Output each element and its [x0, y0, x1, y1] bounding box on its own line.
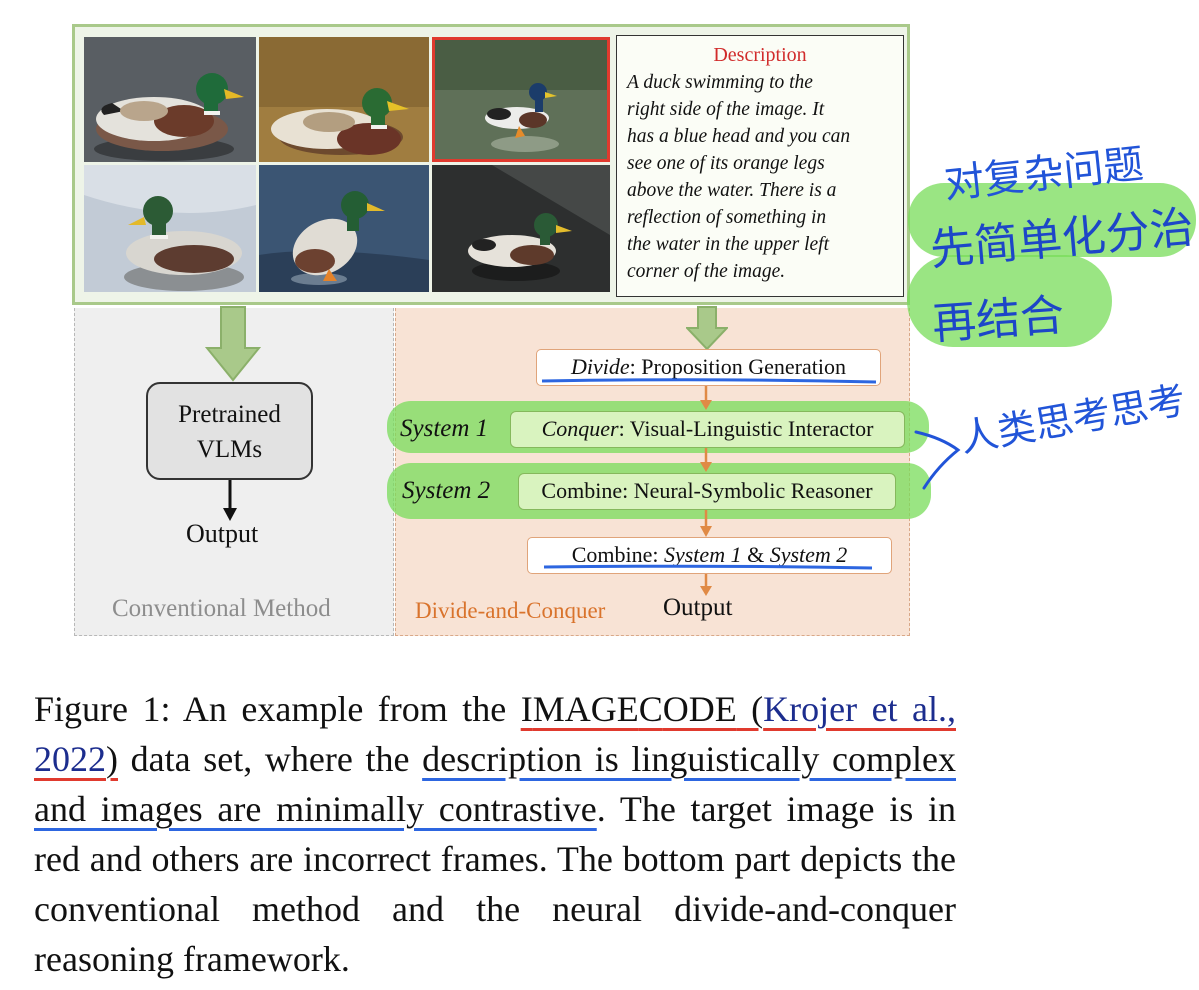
- conquer-step-box: Conquer: Visual-Linguistic Interactor: [510, 411, 905, 448]
- conventional-output: Output: [186, 519, 259, 548]
- down-arrow-icon: [686, 306, 728, 350]
- combine-system1: System 1: [663, 542, 742, 567]
- vlm-label-line1: Pretrained: [178, 401, 281, 428]
- conventional-method-label: Conventional Method: [112, 595, 331, 622]
- neural-symbolic-combine-box: Combine: Neural-Symbolic Reasoner: [518, 473, 896, 510]
- duck-photo-1[interactable]: [84, 37, 256, 162]
- divide-and-conquer-label: Divide-and-Conquer: [415, 598, 606, 623]
- orange-arrow-icon: [700, 386, 712, 410]
- system2-label: System 2: [402, 477, 491, 504]
- caption-text: . The target image is in red and others …: [34, 789, 956, 979]
- caption-text: data set, where the: [118, 739, 423, 779]
- pen-underline: [543, 564, 873, 570]
- figure-caption: Figure 1: An example from the IMAGECODE …: [34, 684, 956, 984]
- description-line: see one of its orange legs: [627, 153, 825, 174]
- orange-arrow-icon: [700, 574, 712, 596]
- vlm-label-line2: VLMs: [196, 436, 263, 463]
- citation-link[interactable]: Krojer et al., 2022: [34, 689, 956, 779]
- dataset-name: IMAGECODE (Krojer et al., 2022): [34, 689, 956, 779]
- combine-neural-text: Combine: Neural-Symbolic Reasoner: [541, 478, 873, 503]
- conquer-description: : Visual-Linguistic Interactor: [618, 416, 874, 441]
- description-line: above the water. There is a: [627, 180, 837, 201]
- description-title: Description: [713, 44, 807, 66]
- handwritten-note: 人类思考思考: [956, 377, 1189, 461]
- description-line: A duck swimming to the: [627, 72, 813, 93]
- duck-photo-2[interactable]: [259, 37, 429, 162]
- bracket-arrow-icon: [914, 430, 961, 490]
- combine-amp: &: [741, 542, 770, 567]
- combine-system2: System 2: [769, 542, 848, 567]
- description-text: A duck swimming to the right side of the…: [627, 69, 893, 285]
- handwritten-note: 再结合: [930, 289, 1066, 350]
- divide-term: Divide: [571, 354, 630, 379]
- description-line: right side of the image. It: [627, 99, 825, 120]
- duck-photo-4[interactable]: [84, 165, 256, 292]
- orange-arrow-icon: [700, 510, 712, 537]
- down-arrow-icon: [205, 306, 261, 382]
- description-line: corner of the image.: [627, 261, 786, 282]
- system1-label: System 1: [400, 415, 489, 442]
- caption-highlight: description is linguistically complex an…: [34, 739, 956, 829]
- description-line: reflection of something in: [627, 207, 827, 228]
- duck-photo-5[interactable]: [259, 165, 429, 292]
- description-box: Description A duck swimming to the right…: [616, 35, 904, 297]
- pretrained-vlms-box: Pretrained VLMs: [146, 382, 313, 480]
- arrow-down-icon: [223, 480, 237, 521]
- caption-label: Figure 1: An example from the: [34, 689, 521, 729]
- note-highlight: [908, 183, 1196, 257]
- combine-prefix: Combine:: [571, 542, 664, 567]
- conquer-term: Conquer: [541, 416, 619, 441]
- note-highlight: [907, 255, 1112, 347]
- description-line: has a blue head and you can: [627, 126, 851, 147]
- divide-and-conquer-output: Output: [663, 594, 733, 621]
- orange-arrow-icon: [700, 448, 712, 472]
- description-line: the water in the upper left: [627, 234, 830, 255]
- divide-description: : Proposition Generation: [629, 354, 846, 379]
- pen-underline: [541, 378, 877, 384]
- duck-photo-6[interactable]: [432, 165, 610, 292]
- target-duck-photo[interactable]: [432, 37, 610, 162]
